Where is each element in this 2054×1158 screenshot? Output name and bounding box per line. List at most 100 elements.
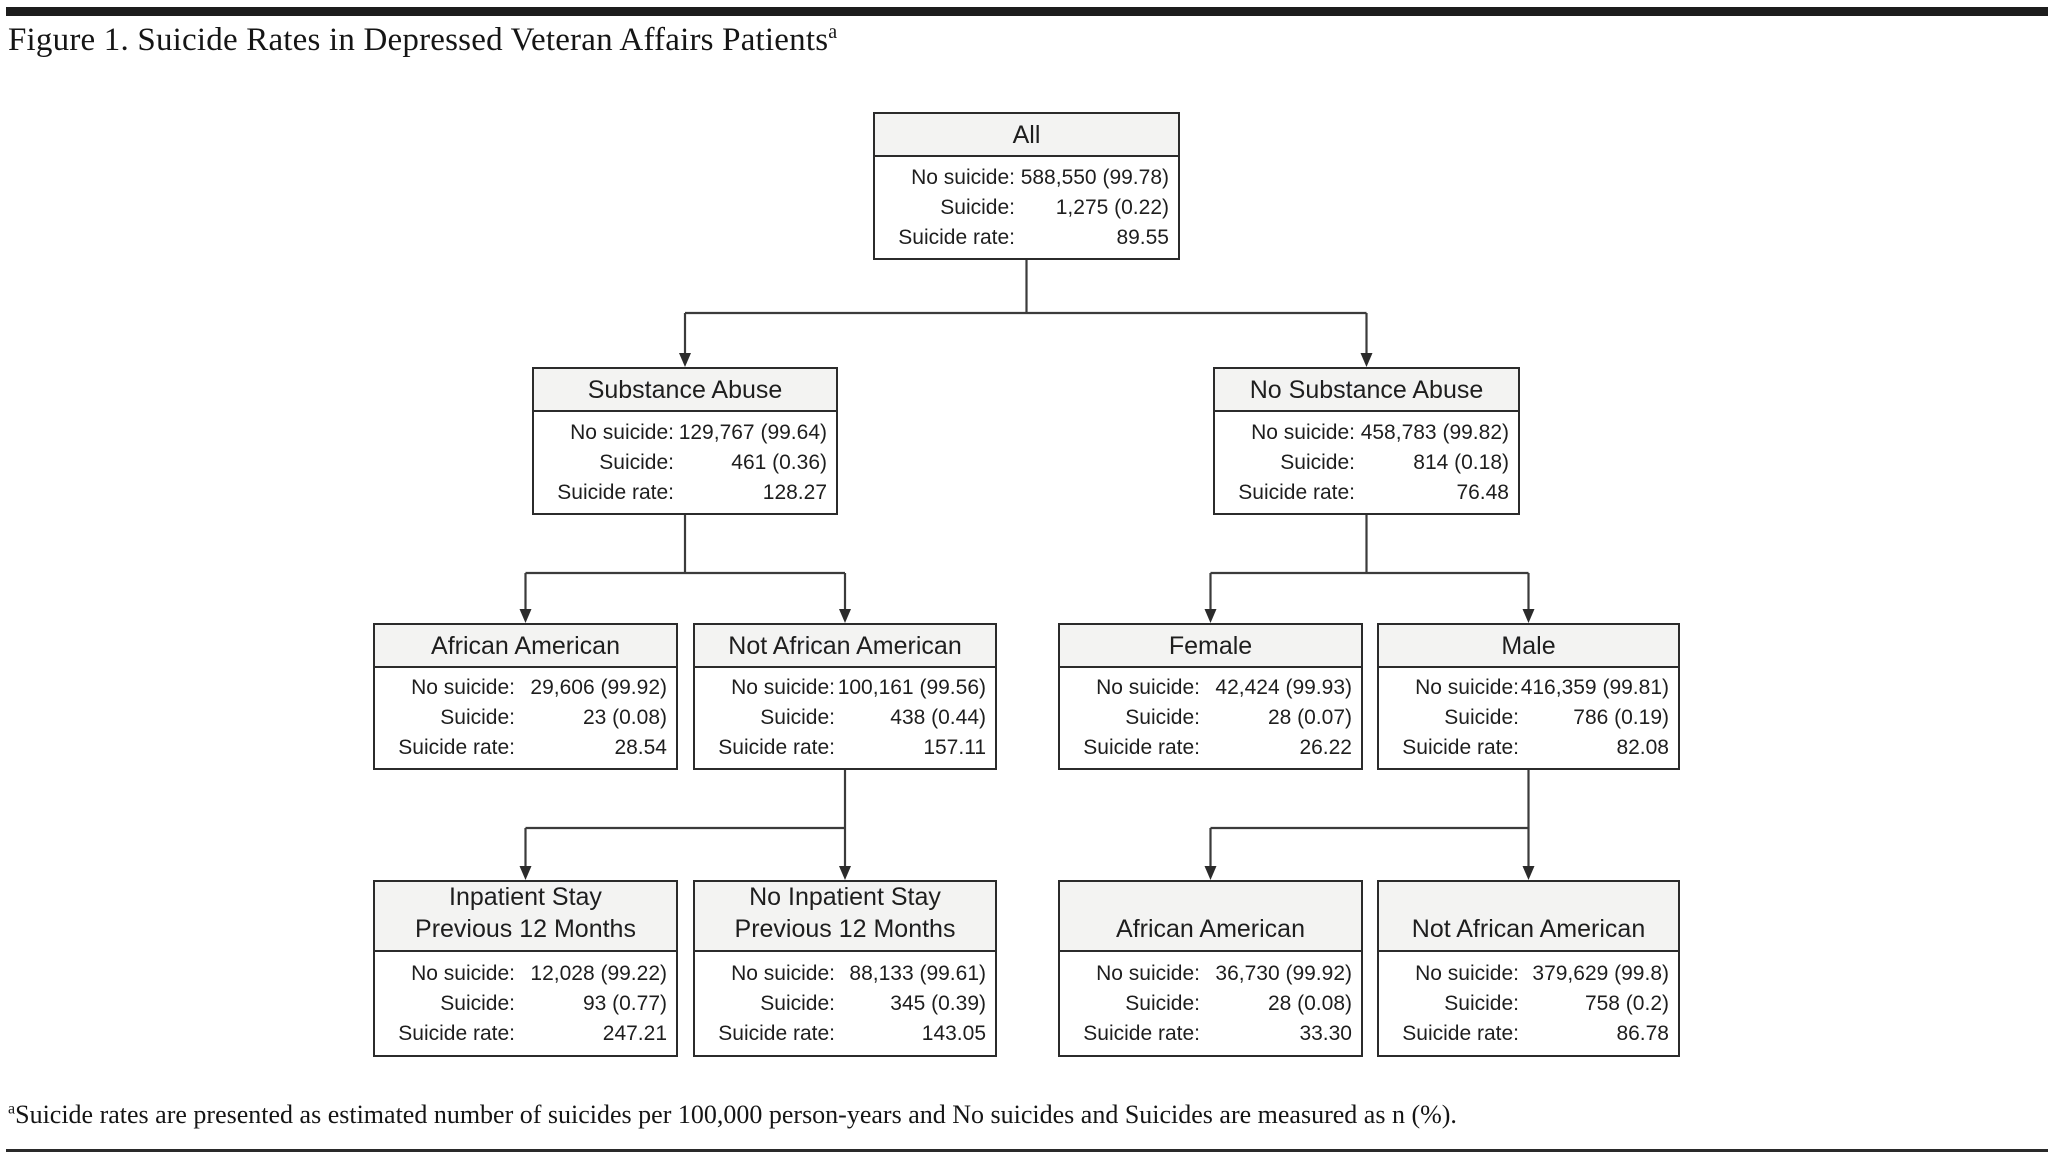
row-label: No suicide: [1415, 676, 1519, 699]
stat-row: Suicide rate: 82.08 [1388, 733, 1669, 763]
row-value: 28 (0.07) [1267, 706, 1352, 729]
stat-row: Suicide rate: 86.78 [1388, 1019, 1669, 1049]
row-value: 93 (0.77) [582, 991, 667, 1015]
row-value: 88,133 (99.61) [849, 961, 986, 985]
node-no-inpatient-stay: No Inpatient Stay Previous 12 Months No … [693, 880, 997, 1057]
row-label: Suicide: [1125, 991, 1200, 1015]
row-label: Suicide: [760, 706, 835, 729]
connector-arrowheads [519, 353, 1535, 880]
stat-row: No suicide:416,359 (99.81) [1388, 673, 1669, 703]
node-female: Female No suicide: 42,424 (99.93) Suicide… [1058, 623, 1363, 770]
row-value: 247.21 [602, 1021, 667, 1045]
row-label: Suicide rate: [1083, 1021, 1200, 1045]
row-value: 86.78 [1616, 1021, 1669, 1045]
stat-row: Suicide:1,275 (0.22) [884, 193, 1169, 223]
node-all-body: No suicide:588,550 (99.78) Suicide:1,275… [875, 157, 1178, 258]
row-label: Suicide rate: [557, 480, 674, 504]
row-value: 82.08 [1616, 736, 1669, 759]
row-value: 100,161 (99.56) [837, 676, 986, 699]
node-no-inpatient-stay-title: No Inpatient Stay Previous 12 Months [695, 882, 995, 952]
node-substance-abuse-title: Substance Abuse [534, 369, 836, 412]
node-not-african-american-sa: Not African American No suicide:100,161 … [693, 623, 997, 770]
connector-lines [524, 260, 1530, 867]
stat-row: Suicide rate: 157.11 [704, 733, 986, 763]
row-value: 458,783 (99.82) [1360, 420, 1509, 444]
node-no-substance-abuse-body: No suicide:458,783 (99.82) Suicide:814 (… [1215, 412, 1518, 513]
node-substance-abuse-body: No suicide:129,767 (99.64) Suicide:461 (… [534, 412, 836, 513]
row-label: Suicide: [940, 195, 1015, 219]
stat-row: Suicide rate:89.55 [884, 223, 1169, 253]
row-label: Suicide: [1444, 706, 1519, 729]
node-african-american-sa-title: African American [375, 625, 676, 668]
node-male-title: Male [1379, 625, 1678, 668]
node-not-african-american-sa-body: No suicide:100,161 (99.56) Suicide: 438 (… [695, 668, 995, 768]
footnote-text: Suicide rates are presented as estimated… [15, 1100, 1457, 1129]
row-label: No suicide: [411, 676, 515, 699]
row-label: No suicide: [1096, 676, 1200, 699]
row-label: Suicide: [1125, 706, 1200, 729]
row-value: 29,606 (99.92) [530, 676, 667, 699]
node-female-title: Female [1060, 625, 1361, 668]
row-label: Suicide: [1280, 450, 1355, 474]
stat-row: Suicide rate:28.54 [384, 733, 667, 763]
row-label: No suicide: [731, 676, 835, 699]
node-inpatient-stay: Inpatient Stay Previous 12 Months No sui… [373, 880, 678, 1057]
stat-row: No suicide: 29,606 (99.92) [384, 673, 667, 703]
node-no-substance-abuse-title: No Substance Abuse [1215, 369, 1518, 412]
row-label: Suicide rate: [1238, 480, 1355, 504]
stat-row: Suicide:23 (0.08) [384, 703, 667, 733]
row-value: 814 (0.18) [1413, 450, 1509, 474]
stat-row: Suicide:461 (0.36) [543, 448, 827, 478]
stat-row: Suicide:758 (0.2) [1388, 989, 1669, 1019]
stat-row: Suicide:345 (0.39) [704, 989, 986, 1019]
node-african-american-sa: African American No suicide: 29,606 (99.9… [373, 623, 678, 770]
stat-row: Suicide: 786 (0.19) [1388, 703, 1669, 733]
stat-row: Suicide rate:33.30 [1069, 1019, 1352, 1049]
row-value: 26.22 [1299, 736, 1352, 759]
row-value: 23 (0.08) [582, 706, 667, 729]
row-value: 129,767 (99.64) [678, 420, 827, 444]
row-value: 157.11 [923, 736, 986, 759]
stat-row: Suicide rate: 26.22 [1069, 733, 1352, 763]
row-label: Suicide: [599, 450, 674, 474]
row-value: 128.27 [762, 480, 827, 504]
figure-title-superscript: a [828, 21, 838, 43]
node-male: Male No suicide:416,359 (99.81) Suicide:… [1377, 623, 1680, 770]
stat-row: No suicide: 42,424 (99.93) [1069, 673, 1352, 703]
row-value: 379,629 (99.8) [1532, 961, 1669, 985]
row-label: Suicide rate: [1402, 736, 1519, 759]
row-label: Suicide rate: [398, 1021, 515, 1045]
figure-title-text: Figure 1. Suicide Rates in Depressed Vet… [8, 22, 829, 58]
row-label: Suicide rate: [718, 736, 835, 759]
node-inpatient-stay-title: Inpatient Stay Previous 12 Months [375, 882, 676, 952]
row-label: No suicide: [570, 420, 674, 444]
row-label: Suicide: [760, 991, 835, 1015]
stat-row: Suicide: 28 (0.08) [1069, 989, 1352, 1019]
row-label: No suicide: [1096, 961, 1200, 985]
row-label: Suicide rate: [1402, 1021, 1519, 1045]
row-label: No suicide: [911, 165, 1015, 189]
node-all: All No suicide:588,550 (99.78) Suicide:1… [873, 112, 1180, 260]
row-value: 438 (0.44) [890, 706, 986, 729]
stat-row: No suicide:100,161 (99.56) [704, 673, 986, 703]
row-value: 416,359 (99.81) [1520, 676, 1669, 699]
row-value: 28 (0.08) [1267, 991, 1352, 1015]
node-not-african-american-male: Not African American No suicide:379,629 … [1377, 880, 1680, 1057]
row-label: Suicide rate: [1083, 736, 1200, 759]
top-rule [6, 7, 2048, 16]
row-label: Suicide: [1444, 991, 1519, 1015]
node-african-american-male-title: African American [1060, 882, 1361, 952]
row-value: 89.55 [1116, 225, 1169, 249]
figure-title: Figure 1. Suicide Rates in Depressed Vet… [8, 22, 837, 59]
stat-row: Suicide:93 (0.77) [384, 989, 667, 1019]
stat-row: Suicide rate:76.48 [1224, 478, 1509, 508]
row-value: 12,028 (99.22) [530, 961, 667, 985]
row-label: Suicide rate: [398, 736, 515, 759]
row-value: 42,424 (99.93) [1215, 676, 1352, 699]
row-value: 786 (0.19) [1573, 706, 1669, 729]
row-label: No suicide: [411, 961, 515, 985]
stat-row: No suicide:88,133 (99.61) [704, 959, 986, 989]
stat-row: Suicide rate: 128.27 [543, 478, 827, 508]
row-value: 588,550 (99.78) [1020, 165, 1169, 189]
